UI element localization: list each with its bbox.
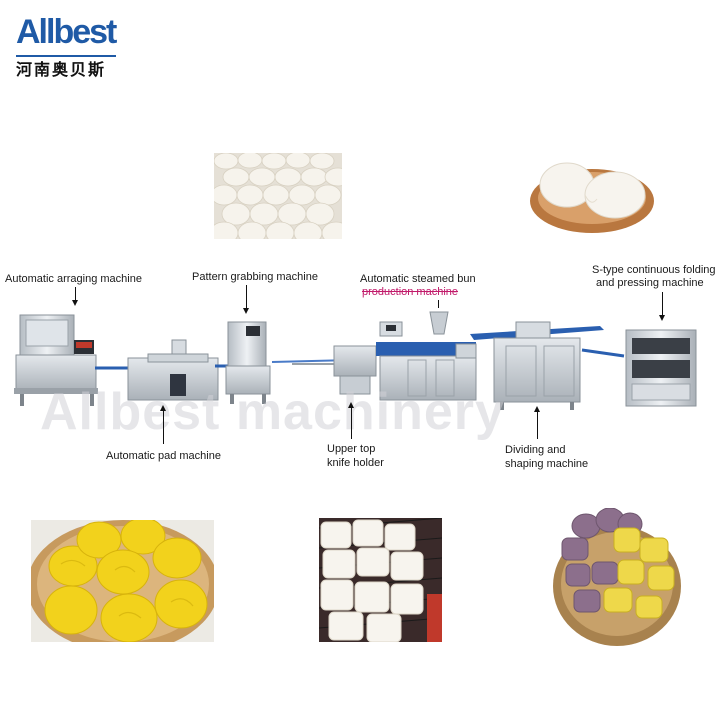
watermark-text: Allbest machinery	[40, 383, 505, 441]
label-automatic-arranging-machine: Automatic arraging machine	[5, 273, 142, 285]
arrow-pattern	[243, 308, 249, 314]
photo-white-buns-rack	[319, 518, 442, 642]
photo-yellow-buns-steamer	[31, 520, 214, 642]
leader-pattern	[246, 285, 247, 309]
photo-buns-wooden-plate	[527, 155, 657, 235]
arrow-knife	[348, 402, 354, 408]
photo-purple-yellow-buns-basket	[552, 508, 682, 648]
production-line-illustration	[14, 311, 697, 410]
leader-arranging	[75, 287, 76, 301]
leader-pad	[163, 410, 164, 444]
label-steamed-line2-wrap: production machine	[362, 286, 458, 299]
label-shaping-machine: shaping machine	[505, 458, 589, 470]
label-automatic-pad-machine: Automatic pad machine	[106, 450, 221, 462]
leader-stype	[662, 292, 663, 316]
arrow-dividing	[534, 406, 540, 412]
leader-steamed	[438, 300, 439, 308]
label-automatic-steamed-bun: Automatic steamed bun	[360, 273, 476, 285]
logo-underline	[16, 55, 116, 57]
leader-knife	[351, 407, 352, 439]
label-dividing-and: Dividing and	[505, 444, 566, 456]
logo-brand-text: Allbest	[16, 13, 117, 51]
label-and-pressing-machine: and pressing machine	[596, 277, 704, 289]
leader-dividing	[537, 411, 538, 439]
arrow-arranging	[72, 300, 78, 306]
logo-chinese-name: 河南奥贝斯	[16, 62, 107, 79]
photo-white-buns-tray	[214, 153, 342, 239]
label-knife-holder: knife holder	[327, 457, 384, 469]
arrow-pad	[160, 405, 166, 411]
label-s-type-continuous-folding: S-type continuous folding	[592, 264, 716, 276]
label-upper-top: Upper top	[327, 443, 376, 455]
label-pattern-grabbing-machine: Pattern grabbing machine	[192, 271, 318, 283]
label-production-machine: production machine	[362, 286, 459, 298]
company-logo: Allbest 河南奥贝斯	[16, 12, 124, 79]
arrow-stype	[659, 315, 665, 321]
